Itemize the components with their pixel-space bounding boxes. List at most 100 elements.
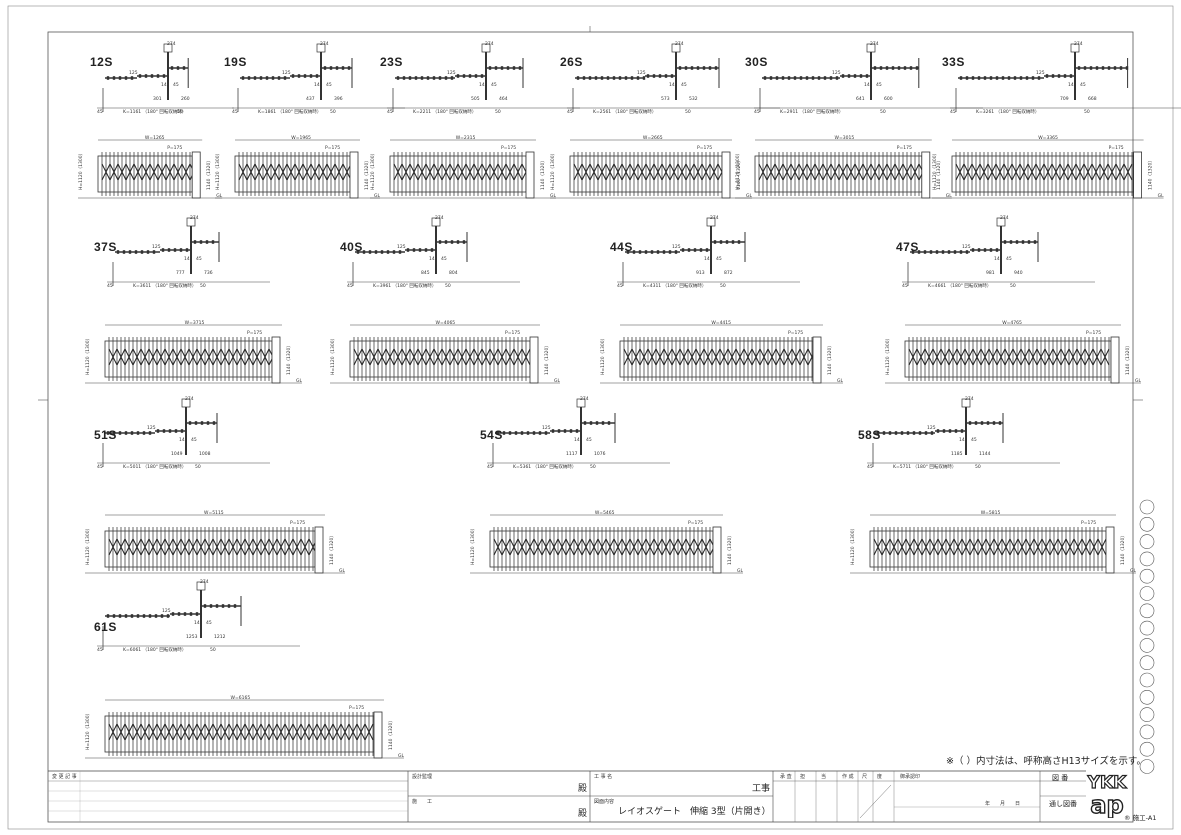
lattice-link <box>180 538 190 556</box>
gate-link <box>456 74 460 78</box>
lattice-link <box>1075 163 1085 181</box>
size-label-30s: 30S <box>745 55 768 69</box>
gate-link <box>160 614 164 618</box>
gate-link <box>426 76 430 80</box>
side-dim: 125 <box>927 425 936 431</box>
gate-link <box>152 250 156 254</box>
gap-dim: 14 <box>994 256 1000 262</box>
register-circle-column <box>1139 499 1155 774</box>
offset-dim: 45 <box>754 109 760 115</box>
lattice-link <box>645 538 655 556</box>
lattice-link <box>669 163 679 181</box>
height-dim: H=1120（1300） <box>735 151 741 190</box>
gate-link <box>356 250 360 254</box>
left-dim: 573 <box>661 96 670 102</box>
lattice-link <box>116 723 126 741</box>
project-label: 工 事 名 <box>594 774 613 780</box>
lattice-link <box>637 538 647 556</box>
gate-link <box>699 248 703 252</box>
lattice-link <box>116 538 126 556</box>
gate-link <box>642 76 646 80</box>
k-dimension: K=3611 （180° 回転収納時） <box>133 282 196 289</box>
lattice-link <box>613 538 623 556</box>
lattice-link <box>417 163 427 181</box>
gate-link <box>297 74 301 78</box>
register-circle-icon <box>1139 672 1155 688</box>
lattice-link <box>1084 348 1094 366</box>
title-block <box>48 770 1086 822</box>
gap-dim: 14 <box>669 82 675 88</box>
lattice-link <box>613 163 623 181</box>
lattice-link <box>220 538 230 556</box>
gate-link <box>392 250 396 254</box>
gate-post <box>1110 336 1120 384</box>
gate-link <box>811 76 815 80</box>
lattice-link <box>993 538 1003 556</box>
lattice-link <box>557 538 567 556</box>
left-dim: 1253 <box>186 634 198 640</box>
lattice-link <box>204 348 214 366</box>
offset-dim: 45 <box>971 437 977 443</box>
gate-link <box>315 74 319 78</box>
gate-link <box>1063 74 1067 78</box>
gate-link <box>977 76 981 80</box>
gate-post <box>812 336 822 384</box>
gap-dim: 14 <box>161 82 167 88</box>
size-label-12s: 12S <box>90 55 113 69</box>
lattice-link <box>196 723 206 741</box>
gl-label: GL <box>398 753 404 759</box>
lattice-link <box>679 348 689 366</box>
pitch-dim: P=175 <box>349 705 364 711</box>
post-dim: 274 <box>675 41 684 47</box>
lattice-link <box>1003 163 1013 181</box>
gate-link <box>199 240 203 244</box>
gate-link <box>971 248 975 252</box>
gate-link <box>731 240 735 244</box>
offset-dim: 45 <box>567 109 573 115</box>
gate-link <box>180 429 184 433</box>
gate-link <box>1031 76 1035 80</box>
lattice-link <box>1115 163 1125 181</box>
gate-link <box>118 614 122 618</box>
gate-link <box>253 76 257 80</box>
gate-link <box>882 431 886 435</box>
gate-link <box>1113 66 1117 70</box>
gate-link <box>182 66 186 70</box>
w-dimension: W=4065 <box>436 320 456 326</box>
gap-dim: 14 <box>184 256 190 262</box>
gate-link <box>636 76 640 80</box>
stamp-label: 尺 <box>862 774 868 780</box>
lattice-link <box>814 163 824 181</box>
offset-dim: 45 <box>206 620 212 626</box>
gap-dim: 14 <box>1068 82 1074 88</box>
k-dimension: K=2561 （180° 回転収納時） <box>593 108 656 115</box>
gate-link <box>386 250 390 254</box>
lattice-link <box>1123 163 1133 181</box>
lattice-link <box>987 163 997 181</box>
pitch-dim: P=175 <box>788 330 803 336</box>
gap-dim: 14 <box>479 82 485 88</box>
lattice-link <box>433 163 443 181</box>
lattice-link <box>501 538 511 556</box>
lattice-link <box>541 538 551 556</box>
gate-link <box>362 250 366 254</box>
gate-link <box>793 76 797 80</box>
lattice-link <box>236 348 246 366</box>
lattice-link <box>156 723 166 741</box>
lattice-link <box>212 538 222 556</box>
gate-link <box>576 76 580 80</box>
w-dimension: W=3715 <box>185 320 205 326</box>
gl-label: GL <box>746 193 752 199</box>
lattice-link <box>631 348 641 366</box>
revision-label: 変 更 記 事 <box>52 774 77 780</box>
offset-dim: 45 <box>491 82 497 88</box>
lattice-link <box>929 538 939 556</box>
gate-link <box>942 429 946 433</box>
gate-link <box>906 431 910 435</box>
offset-dim: 45 <box>326 82 332 88</box>
lattice-link <box>629 538 639 556</box>
side-dim: 125 <box>152 244 161 250</box>
gate-link <box>380 250 384 254</box>
